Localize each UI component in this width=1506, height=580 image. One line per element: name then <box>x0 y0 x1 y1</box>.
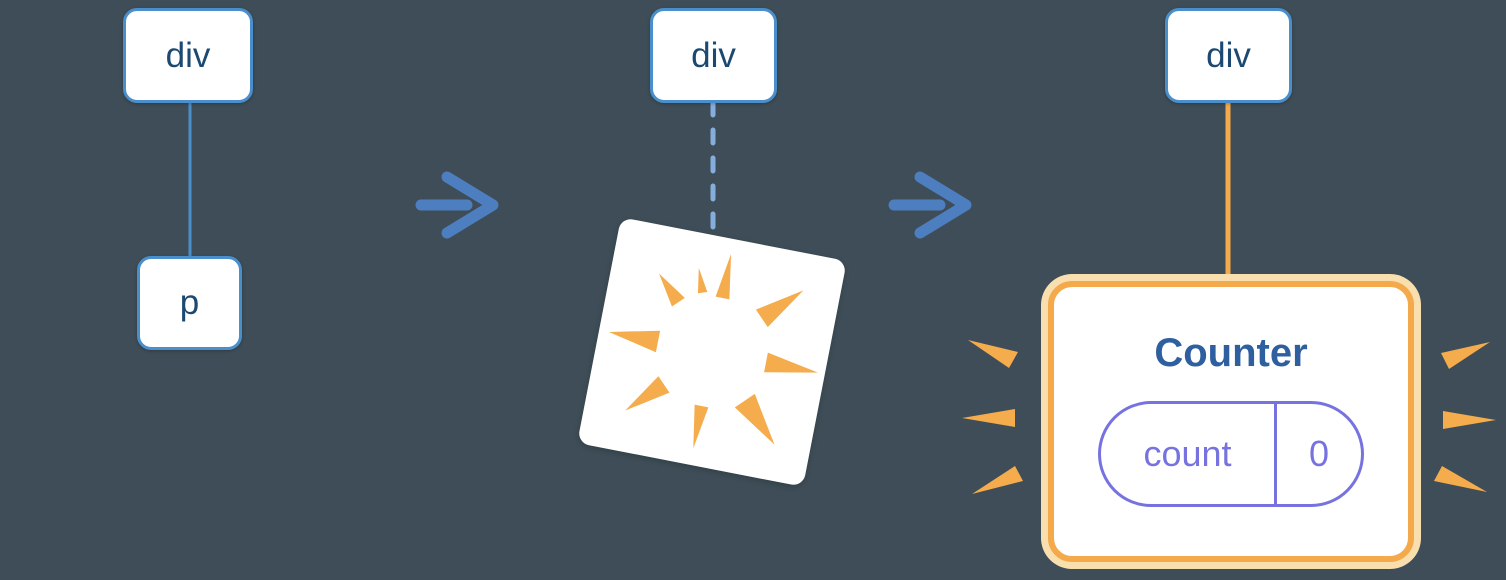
spark-icon <box>1434 342 1496 492</box>
component-title: Counter <box>1154 331 1308 375</box>
tree-node-div: div <box>1165 8 1292 103</box>
state-key: count <box>1101 404 1277 504</box>
tree-node-label: div <box>165 35 211 75</box>
tree-node-div: div <box>650 8 777 103</box>
spark-icon <box>962 340 1023 494</box>
state-badge: count 0 <box>1098 401 1364 507</box>
poof-burst-icon <box>608 253 819 449</box>
tree-node-div: div <box>123 8 253 103</box>
tree-node-p: p <box>137 256 242 350</box>
state-value: 0 <box>1308 433 1330 474</box>
counter-component-card: Counter count 0 <box>1048 281 1414 562</box>
tree-node-label: div <box>1206 35 1251 75</box>
arrow-right-icon <box>888 171 972 239</box>
tree-node-label: p <box>179 283 200 322</box>
poof-card <box>577 217 847 487</box>
arrow-right-icon <box>415 171 499 239</box>
tree-node-label: div <box>691 35 736 75</box>
